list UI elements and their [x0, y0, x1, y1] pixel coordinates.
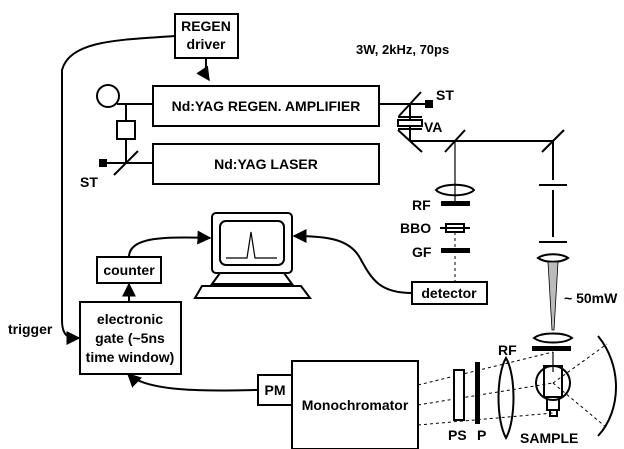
collimating-lens: [532, 332, 574, 344]
gf-label: GF: [412, 244, 432, 260]
laser-box: [152, 143, 380, 185]
shutter-top: [425, 100, 433, 108]
polarization-scrambler: [453, 369, 465, 421]
ps-label: PS: [448, 427, 467, 443]
collection-ray-2: [417, 412, 554, 426]
pm-box: [257, 374, 293, 406]
computer-monitor-icon: [193, 212, 312, 299]
counter-to-computer-arrow: [128, 230, 212, 258]
polarizer: [475, 362, 480, 424]
variable-attenuator: [397, 119, 423, 127]
regen-driver-label-1: REGEN: [181, 18, 231, 34]
pm-to-gate-arrow: [126, 373, 259, 392]
p-label: P: [477, 427, 486, 443]
rf-label-2: RF: [498, 342, 517, 358]
collection-lens: [497, 356, 515, 441]
st-top-label: ST: [436, 87, 454, 103]
counter-label: counter: [103, 262, 155, 278]
focused-beam: [547, 261, 559, 331]
collection-ray-1: [417, 351, 554, 386]
power-label: ~ 50mW: [564, 290, 618, 306]
rf-label-1: RF: [412, 197, 431, 213]
laser-params-label: 3W, 2kHz, 70ps: [356, 42, 449, 57]
gate-label-3: time window): [86, 349, 175, 365]
monochromator-label: Monochromator: [302, 397, 409, 413]
trigger-label: trigger: [8, 321, 53, 337]
laser-label: Nd:YAG LASER: [214, 156, 318, 172]
bbo-label: BBO: [400, 220, 431, 236]
sample-label: SAMPLE: [520, 430, 578, 446]
regen-amplifier-label: Nd:YAG REGEN. AMPLIFIER: [172, 98, 361, 114]
trigger-line: [61, 35, 176, 345]
detector-label: detector: [421, 285, 477, 301]
detector-to-computer-arrow: [292, 229, 413, 294]
counter-box: [96, 256, 162, 284]
collection-ray-axis: [417, 382, 554, 406]
regen-amplifier-box: [152, 85, 380, 127]
va-label: VA: [424, 119, 442, 135]
shutter-left: [99, 159, 107, 167]
st-left-label: ST: [80, 174, 98, 190]
shg-lens: [434, 183, 476, 197]
mirror-ray-1: [552, 343, 608, 384]
rf-filter-1: [441, 201, 470, 206]
pm-label: PM: [265, 382, 286, 398]
driver-to-amp-arrow: [196, 57, 210, 82]
fiber-loop: [96, 84, 120, 108]
gate-label-2: gate (~5ns: [95, 330, 165, 346]
focus-lens: [536, 253, 570, 263]
regen-driver-label-2: driver: [187, 36, 226, 52]
gate-label-1: electronic: [97, 311, 163, 327]
spherical-mirror: [597, 335, 617, 437]
sample-cell-icon: [535, 352, 571, 417]
rf-filter-2: [532, 346, 571, 351]
pockels-cell: [116, 120, 136, 140]
